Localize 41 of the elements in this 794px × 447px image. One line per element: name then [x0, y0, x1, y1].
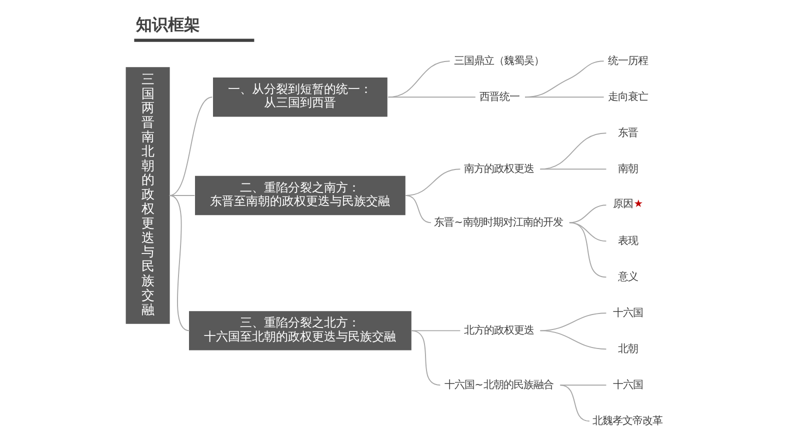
- node-text: 十六国~北朝的民族融合: [444, 378, 554, 391]
- connector: [405, 168, 461, 196]
- connector: [540, 168, 607, 170]
- connector: [524, 96, 604, 98]
- connector: [168, 195, 190, 332]
- connector: [405, 195, 432, 224]
- node-box: 一、从分裂到短暂的统一： 从三国到西晋: [213, 78, 388, 117]
- connector: [560, 384, 607, 386]
- node-box: 三国两晋南北朝的政权更迭与民族交融: [126, 67, 170, 324]
- node-text: 北魏孝文帝改革: [592, 414, 663, 427]
- node-text: 西晋统一: [479, 90, 520, 103]
- connector: [168, 96, 213, 196]
- node-text: 北方的政权更迭: [464, 324, 534, 336]
- diagram-title: 知识框架: [136, 14, 200, 34]
- node-box: 二、重陷分裂之南方： 东晋至南朝的政权更迭与民族交融: [195, 176, 406, 216]
- node-text: 十六国: [613, 378, 643, 391]
- connector: [540, 330, 607, 350]
- node-text: 三国鼎立（魏蜀吴）: [454, 54, 544, 67]
- connector: [540, 312, 607, 332]
- connector: [568, 222, 607, 278]
- node-text: 东晋: [618, 126, 638, 139]
- node-label: ★: [634, 198, 644, 210]
- node-text: 统一历程: [608, 54, 648, 67]
- node-text: 意义: [618, 270, 638, 283]
- connector: [410, 330, 461, 332]
- connector: [568, 204, 607, 224]
- node-text: 南方的政权更迭: [464, 162, 534, 175]
- node-text: 原因: [613, 198, 633, 210]
- connector: [560, 384, 590, 422]
- node-text: 表现: [618, 234, 638, 247]
- connector: [540, 132, 607, 170]
- connector: [168, 195, 196, 196]
- node-text: 北朝: [618, 342, 638, 355]
- connector: [388, 96, 476, 98]
- node-text: 东晋~南朝时期对江南的开发: [434, 216, 563, 228]
- node-box: 三、重陷分裂之北方： 十六国至北朝的政权更迭与民族交融: [189, 311, 412, 350]
- node-text: 南朝: [618, 162, 638, 175]
- connector: [410, 330, 441, 386]
- connector: [524, 60, 604, 98]
- node-text: 十六国: [613, 306, 643, 319]
- node-text: 走向衰亡: [608, 90, 648, 103]
